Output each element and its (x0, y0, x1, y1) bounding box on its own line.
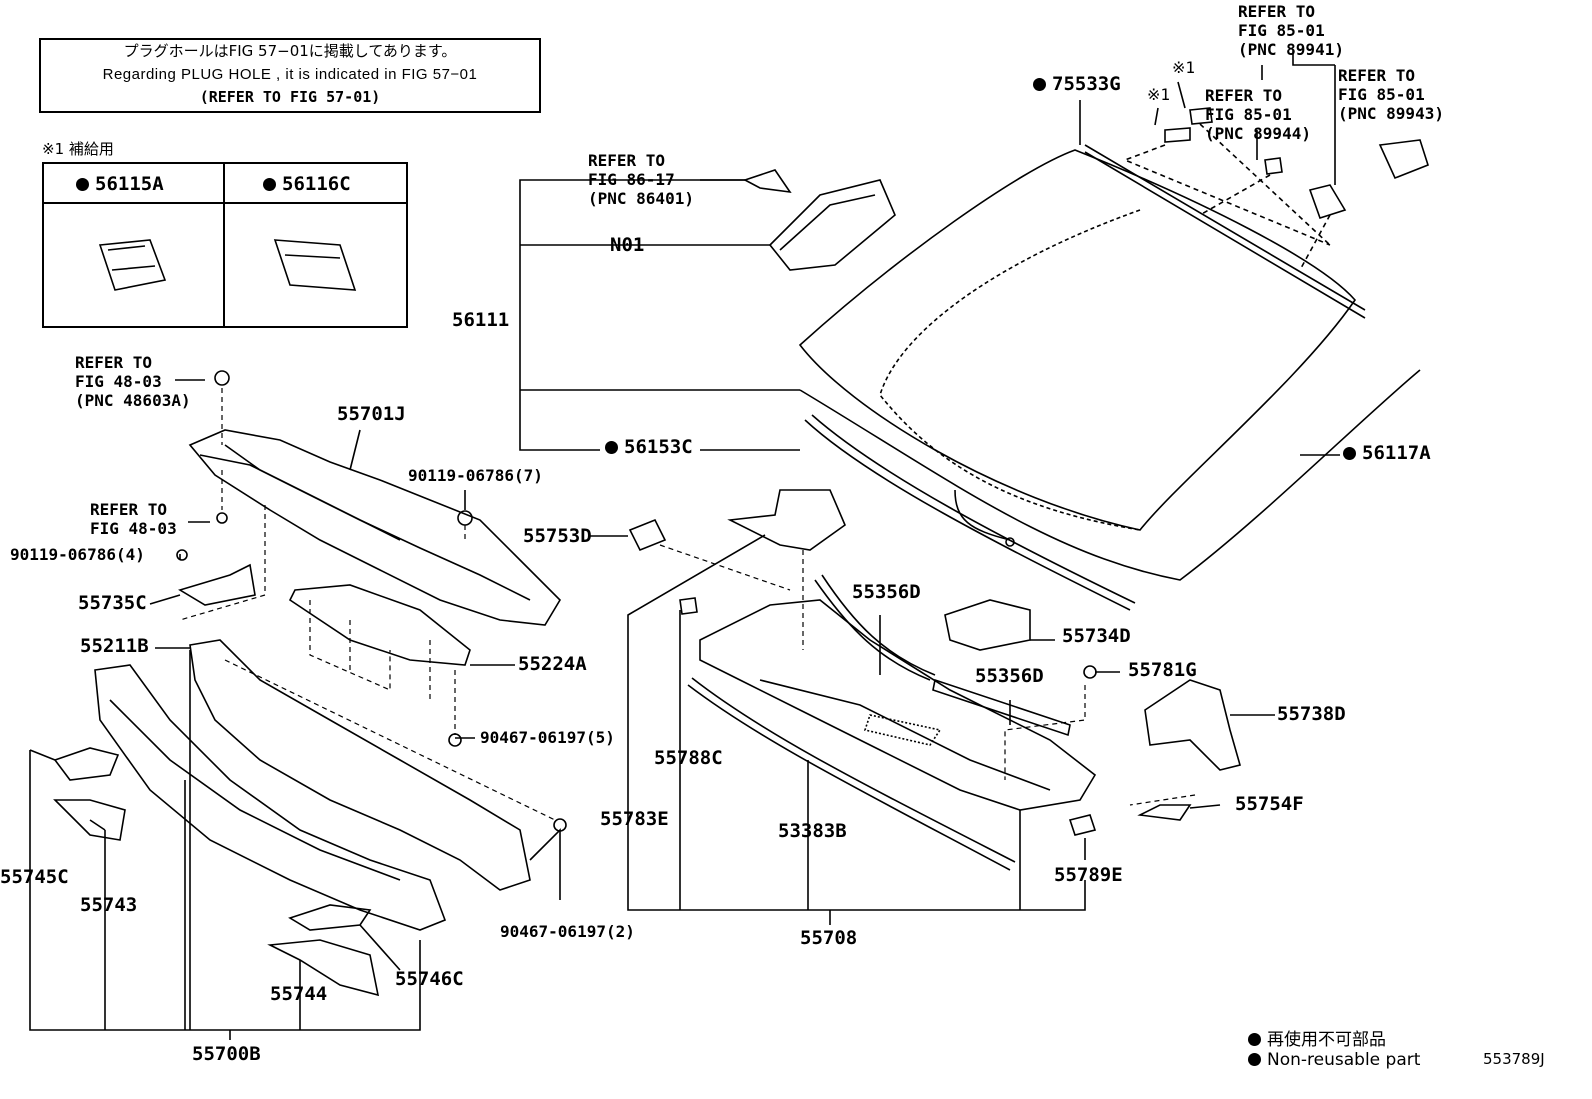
note-reference: (REFER TO FIG 57-01) (199, 88, 381, 106)
bracket-55743 (53, 799, 126, 841)
label-55744: 55744 (270, 983, 328, 1005)
label-56153c: 56153C (605, 438, 693, 457)
label-55708: 55708 (800, 927, 858, 949)
sensor-cover-89943 (1378, 139, 1429, 180)
label-bolt-7: 90119-06786(7) (408, 466, 543, 485)
label-55746c: 55746C (395, 968, 464, 990)
label-53383b: 53383B (778, 820, 847, 842)
legend-japanese: 再使用不可部品 (1248, 1025, 1386, 1050)
label-55745c: 55745C (0, 866, 69, 888)
label-ref-4803: REFER TO FIG 48-03 (90, 500, 177, 539)
non-reusable-dot-icon (605, 441, 618, 454)
note-english: Regarding PLUG HOLE , it is indicated in… (102, 66, 478, 83)
sensor-part-3 (1264, 157, 1283, 175)
supply-title: ※1 補給用 (42, 140, 114, 158)
label-ref-89944: REFER TO FIG 85-01 (PNC 89944) (1205, 86, 1311, 144)
note-japanese: プラグホールはFIG 57−01に掲載してあります。 (123, 42, 457, 60)
label-star1-a: ※1 (1172, 58, 1196, 77)
clip-55753d (628, 518, 667, 552)
cowl-vent-55708 (699, 599, 1097, 811)
seal-55356d (814, 574, 936, 681)
label-56111: 56111 (452, 309, 510, 331)
label-55356d-a: 55356D (852, 581, 921, 603)
cap-55789e (1068, 814, 1097, 836)
supply-part-56116c: 56116C (282, 173, 351, 195)
cowl-panel-55701j (188, 429, 562, 626)
label-55789e: 55789E (1054, 864, 1123, 886)
label-ref-89943: REFER TO FIG 85-01 (PNC 89943) (1338, 66, 1444, 124)
label-55781g: 55781G (1128, 659, 1197, 681)
label-55701j: 55701J (337, 403, 406, 425)
supply-table (42, 162, 408, 328)
label-n01: N01 (610, 234, 645, 256)
label-ref-48603a: REFER TO FIG 48-03 (PNC 48603A) (75, 353, 191, 411)
supply-item-2: 56116C (263, 175, 351, 194)
supply-item-1: 56115A (76, 175, 164, 194)
non-reusable-dot-icon (76, 178, 89, 191)
label-clip-5: 90467-06197(5) (480, 728, 615, 747)
molding-top (1084, 144, 1366, 319)
label-55783e: 55783E (600, 808, 669, 830)
windshield-outer-edge (799, 369, 1421, 581)
label-56117a: 56117A (1343, 444, 1431, 463)
label-55753d: 55753D (523, 525, 592, 547)
panel-55224a (288, 584, 471, 666)
seal-53383b (687, 677, 1016, 871)
molding-side-56153c (804, 414, 1136, 611)
label-55211b: 55211B (80, 635, 149, 657)
label-55224a: 55224A (518, 653, 587, 675)
label-55356d-b: 55356D (975, 665, 1044, 687)
bracket-55735c (178, 563, 256, 606)
mirror-bracket (768, 179, 896, 271)
label-ref-89941: REFER TO FIG 85-01 (PNC 89941) (1238, 2, 1344, 60)
label-75533g: 75533G (1033, 75, 1121, 94)
label-55735c: 55735C (78, 592, 147, 614)
figure-code: 553789J (1483, 1050, 1545, 1068)
sensor-part-1 (1164, 127, 1191, 143)
label-55738d: 55738D (1277, 703, 1346, 725)
sensor-cover-89941 (1308, 184, 1347, 219)
label-ref-86401: REFER TO FIG 86-17 (PNC 86401) (588, 151, 694, 209)
windshield-inner-dashed (879, 209, 1141, 531)
cover-55738d (1144, 679, 1241, 771)
label-55754f: 55754F (1235, 793, 1304, 815)
label-55700b: 55700B (192, 1043, 261, 1065)
mirror-cover (742, 169, 792, 194)
non-reusable-dot-icon (263, 178, 276, 191)
wire (954, 489, 1011, 541)
non-reusable-dot-icon (1248, 1053, 1261, 1066)
label-clip-2: 90467-06197(2) (500, 922, 635, 941)
note-box: プラグホールはFIG 57−01に掲載してあります。 Regarding PLU… (39, 38, 541, 113)
supply-part-56115a: 56115A (95, 173, 164, 195)
seal-55356d-b (932, 678, 1071, 737)
label-star1-b: ※1 (1147, 85, 1171, 104)
label-55788c: 55788C (654, 747, 723, 769)
bracket-55745c (53, 747, 120, 781)
cap-55788c (679, 597, 698, 615)
sensor-part-2 (1189, 107, 1213, 125)
windshield-glass (798, 149, 1357, 531)
bracket-55746c (288, 904, 372, 931)
non-reusable-dot-icon (1343, 447, 1356, 460)
cover-55734d (944, 599, 1031, 651)
clip-55754f (1137, 804, 1192, 821)
legend-english: Non-reusable part (1248, 1050, 1420, 1070)
label-55743: 55743 (80, 894, 138, 916)
label-55734d: 55734D (1062, 625, 1131, 647)
label-bolt-4: 90119-06786(4) (10, 545, 145, 564)
dash-panel-55700b (94, 664, 447, 931)
non-reusable-dot-icon (1033, 78, 1046, 91)
non-reusable-dot-icon (1248, 1033, 1261, 1046)
louver-55753d (727, 489, 846, 551)
cowl-lower-55211b (189, 639, 531, 891)
